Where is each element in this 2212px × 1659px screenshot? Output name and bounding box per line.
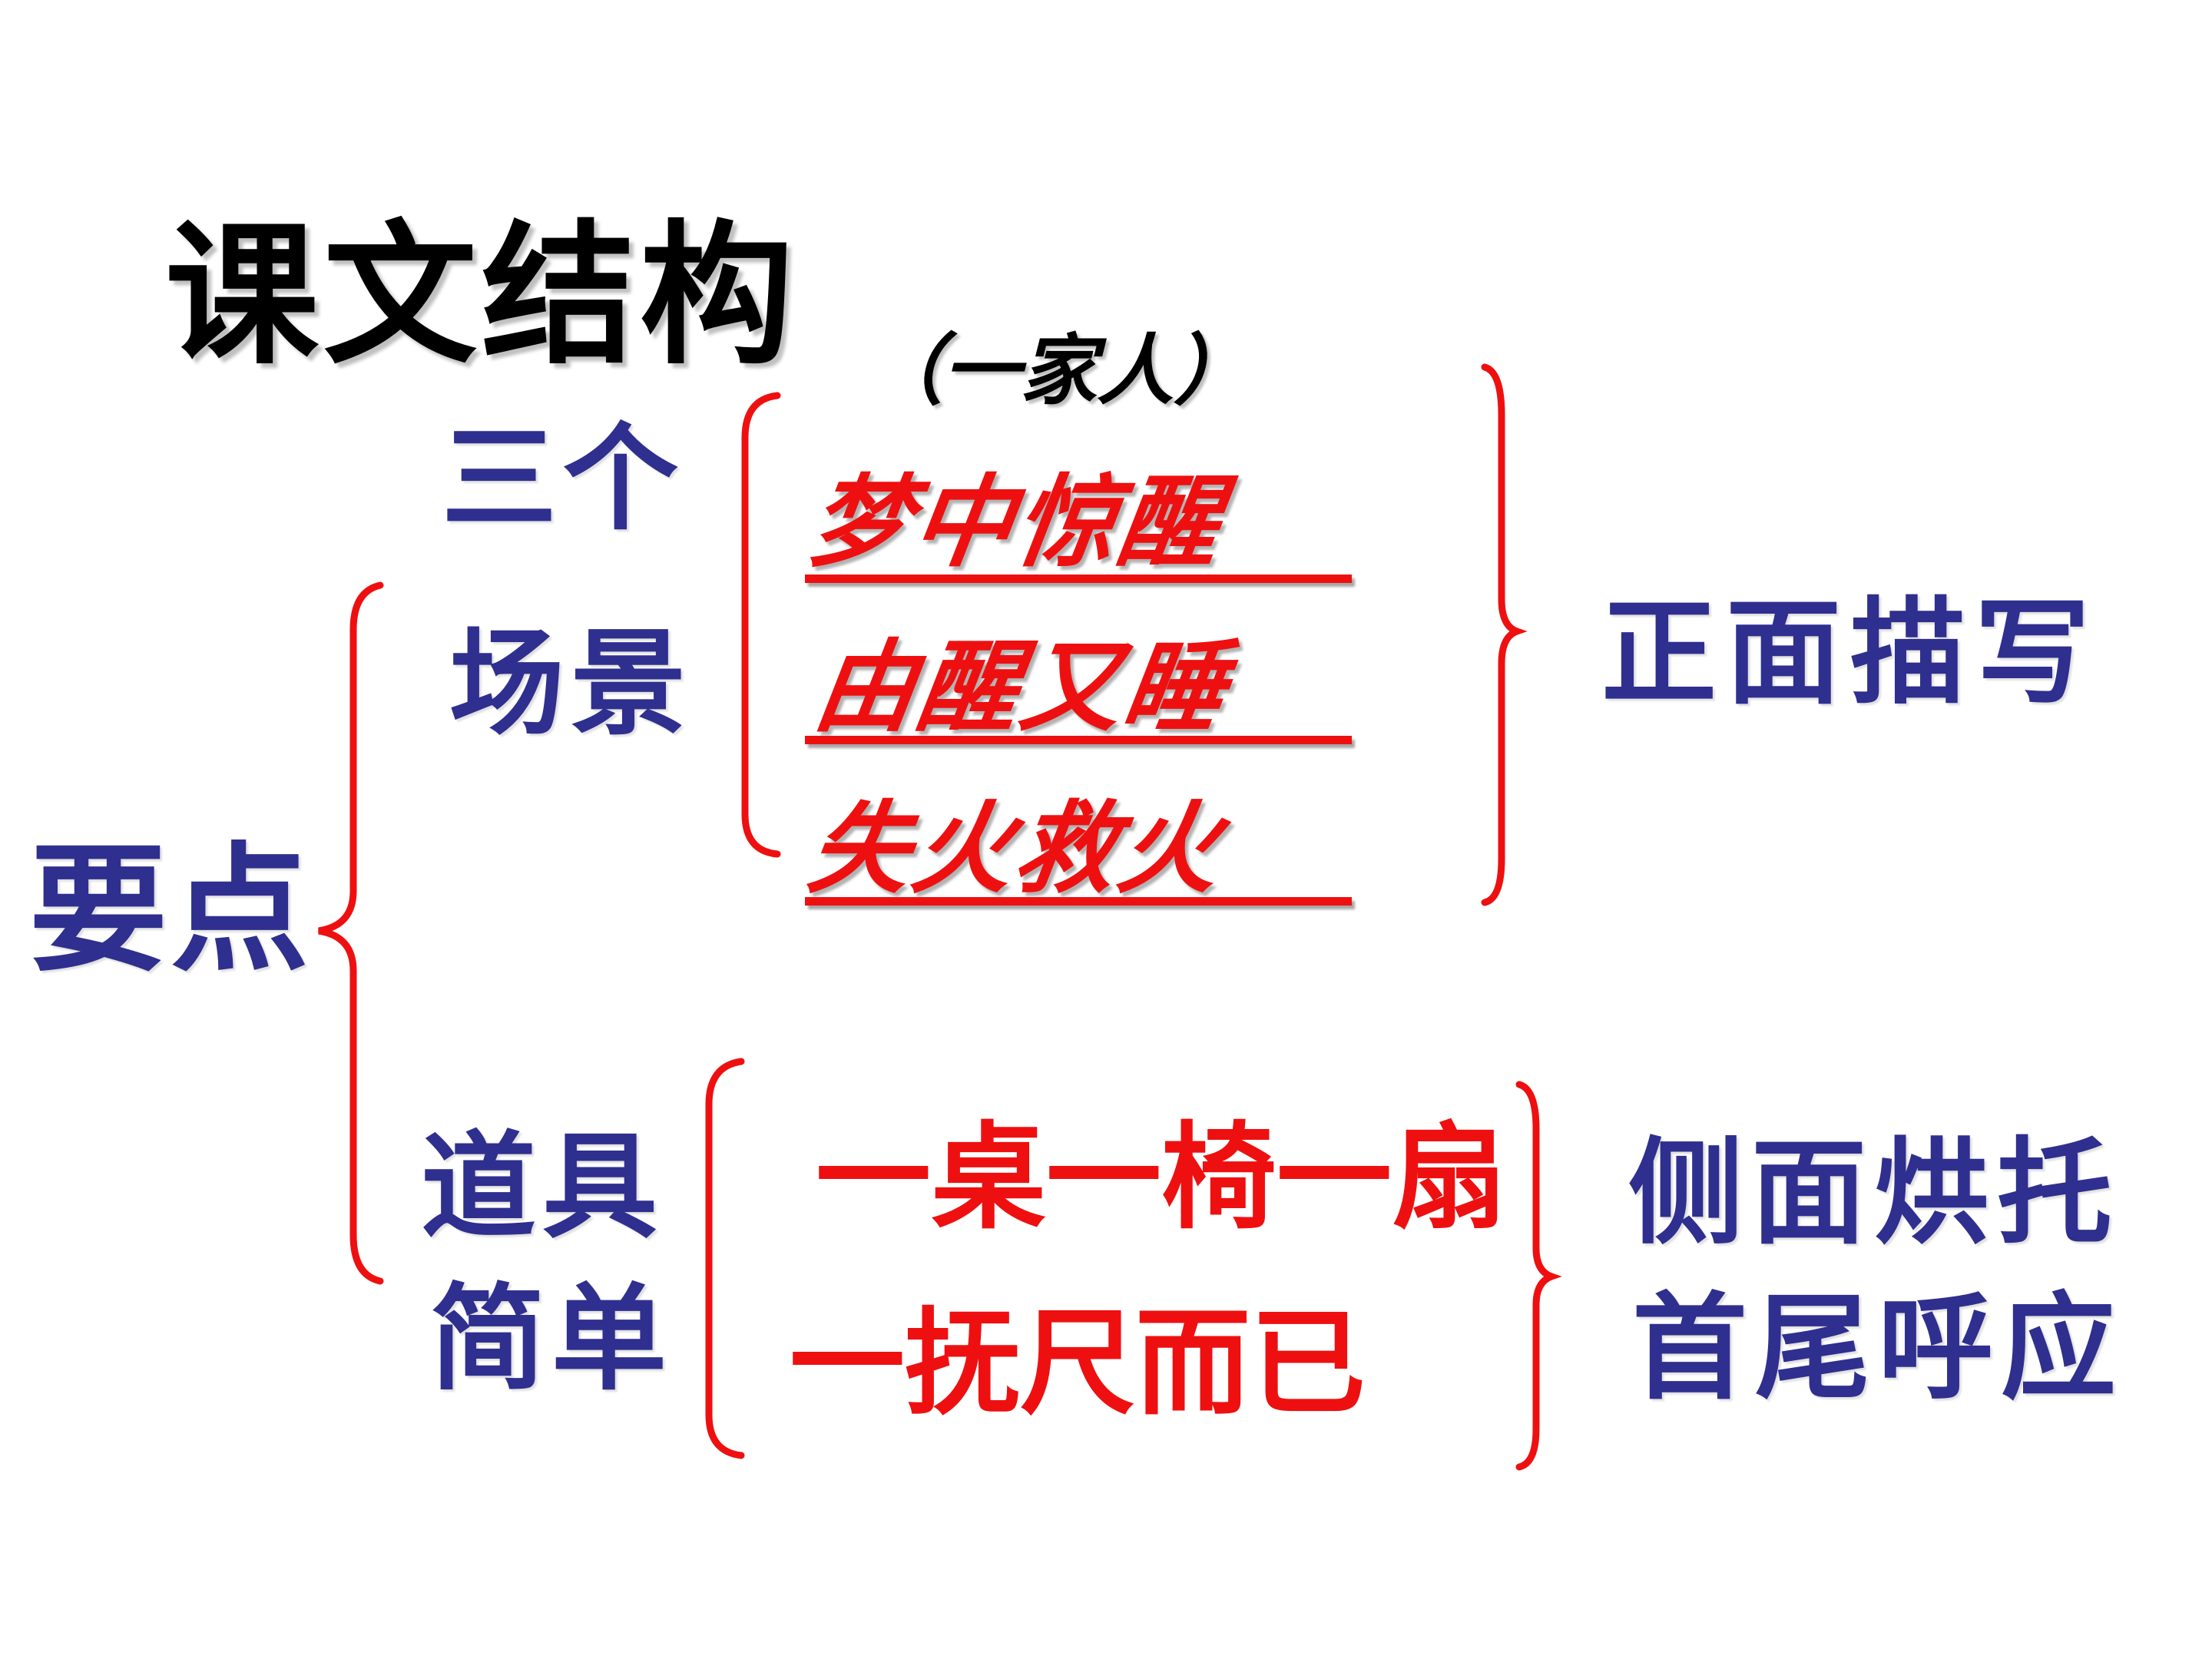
scene-item-3-underline	[805, 897, 1352, 906]
prop-item-2: 一抚尺而已	[790, 1296, 1366, 1431]
scenes-right-brace	[1481, 363, 1528, 906]
prop-item-1: 一桌一椅一扇	[816, 1110, 1508, 1245]
props-label-line1: 道具	[421, 1119, 664, 1254]
main-label: 要点	[29, 829, 313, 991]
scenes-label-line1: 三个	[442, 411, 685, 546]
props-left-bracket	[705, 1058, 745, 1459]
scene-item-1-underline	[805, 575, 1352, 583]
diagram-title: 课文结构	[165, 205, 799, 386]
scenes-label-line2: 场景	[449, 616, 693, 751]
scenes-left-bracket	[741, 392, 781, 858]
props-label-line2: 简单	[430, 1271, 674, 1406]
props-technique-line1: 侧面烘托	[1628, 1125, 2121, 1260]
scene-item-2-underline	[805, 736, 1352, 744]
props-right-brace	[1515, 1081, 1562, 1471]
props-technique-line2: 首尾呼应	[1632, 1280, 2124, 1416]
main-left-brace	[318, 581, 384, 1285]
subtitle-note: （一家人）	[866, 325, 1250, 416]
scenes-technique: 正面描写	[1601, 585, 2100, 720]
